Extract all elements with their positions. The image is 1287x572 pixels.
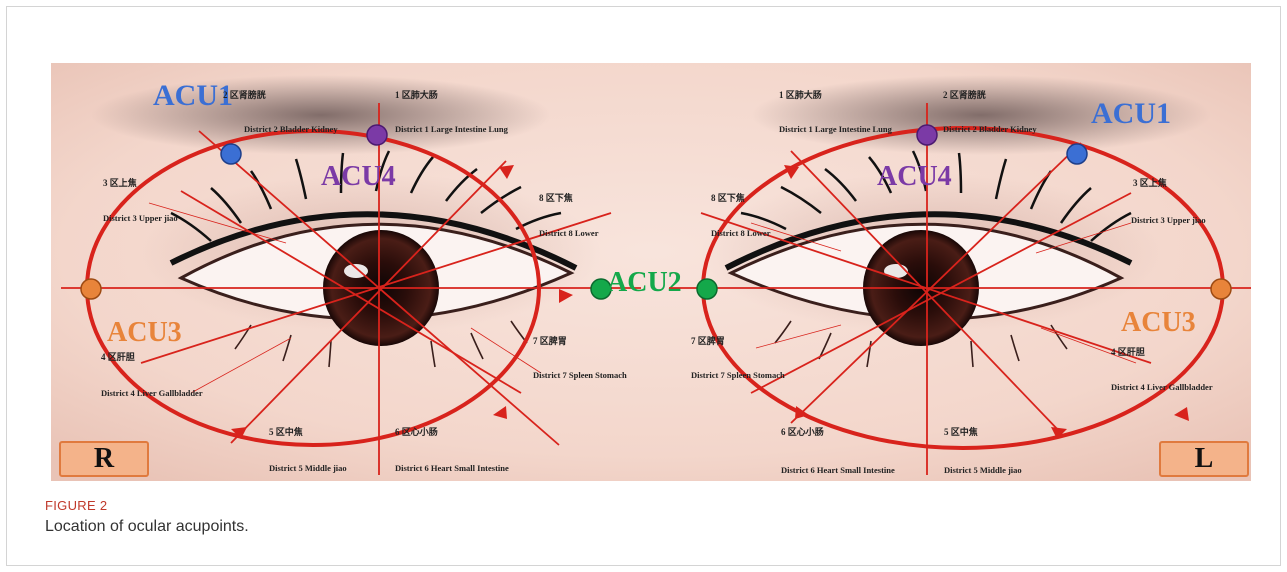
left-d6-en: District 6 Heart Small Intestine: [781, 465, 895, 475]
right-d5-cn: 5 区中焦: [269, 426, 303, 437]
right-d3-en: District 3 Upper jiao: [103, 213, 178, 223]
right-d7-en: District 7 Spleen Stomach: [533, 370, 627, 380]
left-d5-en: District 5 Middle jiao: [944, 465, 1022, 475]
right-acu1-point: [221, 144, 241, 164]
right-d6-cn: 6 区心小肠: [395, 426, 438, 437]
left-acu4-label: ACU4: [877, 161, 952, 192]
left-acu2-point: [697, 279, 717, 299]
left-d1-cn: 1 区肺大肠: [779, 89, 822, 100]
left-d7-cn: 7 区脾胃: [691, 335, 725, 346]
left-side-badge: L: [1159, 441, 1249, 477]
figure-label: FIGURE 2: [45, 498, 107, 513]
figure-illustration: ACU1 ACU4 ACU3 ACU2 2 区肾膀胱 District 2 Bl…: [51, 63, 1251, 481]
figure-caption: Location of ocular acupoints.: [45, 518, 249, 536]
left-d2-cn: 2 区肾膀胱: [943, 89, 986, 100]
right-acu4-point: [367, 125, 387, 145]
left-d4-en: District 4 Liver Gallbladder: [1111, 382, 1213, 392]
right-d4-cn: 4 区肝胆: [101, 352, 135, 362]
right-acu4-label: ACU4: [321, 161, 396, 192]
right-acu3-point: [81, 279, 101, 299]
left-d2-en: District 2 Bladder Kidney: [943, 124, 1037, 134]
right-d3-cn: 3 区上焦: [103, 177, 137, 188]
right-d6-en: District 6 Heart Small Intestine: [395, 463, 509, 473]
left-acu3-label: ACU3: [1121, 307, 1196, 338]
right-d2-cn: 2 区肾膀胱: [223, 89, 266, 100]
ocular-acupoints-figure: ACU1 ACU4 ACU3 ACU2 2 区肾膀胱 District 2 Bl…: [51, 63, 1251, 481]
left-acu1-label: ACU1: [1091, 97, 1171, 130]
right-d7-cn: 7 区脾胃: [533, 335, 567, 346]
right-side-badge: R: [59, 441, 149, 477]
left-d6-cn: 6 区心小肠: [781, 426, 824, 437]
acu2-label: ACU2: [607, 267, 682, 298]
right-d4-en: District 4 Liver Gallbladder: [101, 388, 203, 398]
right-acu3-label: ACU3: [107, 317, 182, 348]
right-acu1-label: ACU1: [153, 79, 233, 112]
figure-frame: ACU1 ACU4 ACU3 ACU2 2 区肾膀胱 District 2 Bl…: [6, 6, 1281, 566]
left-d4-cn: 4 区肝胆: [1111, 347, 1145, 357]
right-d8-en: District 8 Lower: [539, 228, 599, 238]
right-d2-en: District 2 Bladder Kidney: [244, 124, 338, 134]
left-acu3-point: [1211, 279, 1231, 299]
left-d3-cn: 3 区上焦: [1133, 177, 1167, 188]
right-d1-en: District 1 Large Intestine Lung: [395, 124, 509, 134]
left-acu1-point: [1067, 144, 1087, 164]
left-d3-en: District 3 Upper jiao: [1131, 215, 1206, 225]
right-d8-cn: 8 区下焦: [539, 192, 573, 203]
right-d5-en: District 5 Middle jiao: [269, 463, 347, 473]
left-d7-en: District 7 Spleen Stomach: [691, 370, 785, 380]
left-d5-cn: 5 区中焦: [944, 426, 978, 437]
left-d8-en: District 8 Lower: [711, 228, 771, 238]
left-d8-cn: 8 区下焦: [711, 192, 745, 203]
left-d1-en: District 1 Large Intestine Lung: [779, 124, 893, 134]
left-acu4-point: [917, 125, 937, 145]
right-d1-cn: 1 区肺大肠: [395, 89, 438, 100]
